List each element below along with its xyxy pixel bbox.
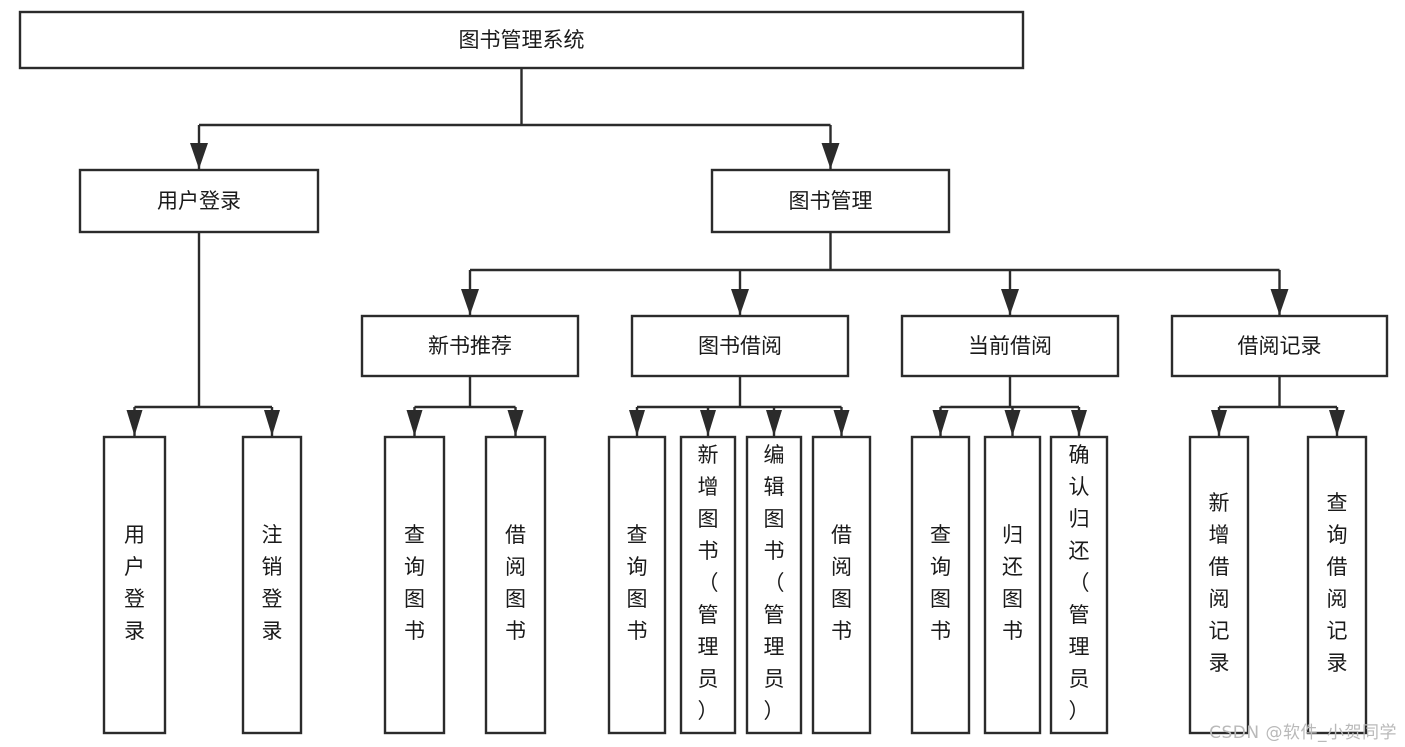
node-box[interactable]: [607, 435, 667, 735]
arrow-head-icon: [126, 410, 143, 436]
arrow-head-icon: [833, 410, 850, 436]
arrow-head-icon: [629, 410, 645, 436]
node-label: 新书推荐: [428, 334, 512, 358]
arrow-head-icon: [700, 410, 716, 436]
node-label: 借阅记录: [1238, 334, 1322, 358]
node-box[interactable]: [745, 435, 803, 735]
node-label: 借阅图书: [505, 523, 526, 643]
node-leaf[interactable]: 查询借阅记录: [1306, 435, 1368, 735]
node-box[interactable]: [18, 10, 1025, 70]
node-label: 新增图书（管理员）: [698, 443, 719, 723]
arrow-head-icon: [932, 410, 949, 436]
node-level3[interactable]: 新书推荐: [360, 314, 580, 378]
arrow-head-icon: [406, 410, 423, 436]
arrow-head-icon: [1001, 289, 1019, 315]
arrow-head-icon: [1270, 289, 1289, 315]
node-leaf[interactable]: 查询图书: [910, 435, 971, 735]
node-leaf[interactable]: 新增借阅记录: [1188, 435, 1250, 735]
node-label: 查询图书: [404, 523, 425, 643]
node-leaf[interactable]: 查询图书: [607, 435, 667, 735]
node-box[interactable]: [811, 435, 872, 735]
node-label: 用户登录: [157, 189, 241, 213]
node-leaf[interactable]: 注销登录: [241, 435, 303, 735]
node-leaf[interactable]: 新增图书（管理员）: [679, 435, 737, 735]
arrow-head-icon: [461, 289, 479, 315]
node-level2[interactable]: 图书管理: [710, 168, 951, 234]
node-box[interactable]: [484, 435, 547, 735]
node-label: 新增借阅记录: [1209, 491, 1230, 675]
node-leaf[interactable]: 用户登录: [102, 435, 167, 735]
arrow-head-icon: [1329, 410, 1345, 436]
node-label: 用户登录: [124, 523, 145, 643]
node-label: 归还图书: [1002, 523, 1023, 643]
node-label: 图书管理系统: [459, 28, 585, 52]
arrow-head-icon: [1211, 410, 1227, 436]
node-label: 查询图书: [930, 523, 951, 643]
node-label: 图书管理: [789, 189, 873, 213]
node-level3[interactable]: 当前借阅: [900, 314, 1120, 378]
arrow-head-icon: [190, 143, 208, 169]
node-leaf[interactable]: 归还图书: [983, 435, 1042, 735]
connector-edges: [126, 68, 1345, 436]
node-label: 注销登录: [262, 523, 283, 643]
node-box[interactable]: [910, 435, 971, 735]
node-box[interactable]: [1306, 435, 1368, 735]
node-label: 借阅图书: [831, 523, 852, 643]
node-box[interactable]: [1049, 435, 1109, 735]
arrow-head-icon: [766, 410, 782, 436]
node-box[interactable]: [1170, 314, 1389, 378]
node-level2[interactable]: 用户登录: [78, 168, 320, 234]
node-box[interactable]: [78, 168, 320, 234]
node-box[interactable]: [241, 435, 303, 735]
arrow-head-icon: [264, 410, 280, 436]
node-leaf[interactable]: 编辑图书（管理员）: [745, 435, 803, 735]
node-label: 查询图书: [627, 523, 648, 643]
arrow-head-icon: [1071, 410, 1087, 436]
node-box[interactable]: [1188, 435, 1250, 735]
node-label: 编辑图书（管理员）: [764, 443, 785, 723]
node-box[interactable]: [383, 435, 446, 735]
node-root[interactable]: 图书管理系统: [18, 10, 1025, 70]
node-label: 图书借阅: [698, 334, 782, 358]
node-leaf[interactable]: 借阅图书: [811, 435, 872, 735]
node-leaf[interactable]: 借阅图书: [484, 435, 547, 735]
node-leaf[interactable]: 确认归还（管理员）: [1049, 435, 1109, 735]
node-box[interactable]: [102, 435, 167, 735]
node-box[interactable]: [679, 435, 737, 735]
node-label: 确认归还（管理员）: [1069, 443, 1090, 723]
node-level3[interactable]: 借阅记录: [1170, 314, 1389, 378]
arrow-head-icon: [821, 143, 840, 169]
node-label: 查询借阅记录: [1327, 491, 1348, 675]
arrow-head-icon: [507, 410, 524, 436]
node-box[interactable]: [630, 314, 850, 378]
arrow-head-icon: [731, 289, 749, 315]
node-box[interactable]: [983, 435, 1042, 735]
node-box[interactable]: [900, 314, 1120, 378]
arrow-head-icon: [1004, 410, 1021, 436]
node-leaf[interactable]: 查询图书: [383, 435, 446, 735]
node-level3[interactable]: 图书借阅: [630, 314, 850, 378]
node-box[interactable]: [710, 168, 951, 234]
node-box[interactable]: [360, 314, 580, 378]
node-label: 当前借阅: [968, 334, 1052, 358]
diagram-nodes: 图书管理系统用户登录图书管理新书推荐图书借阅当前借阅借阅记录用户登录注销登录查询…: [18, 10, 1389, 735]
